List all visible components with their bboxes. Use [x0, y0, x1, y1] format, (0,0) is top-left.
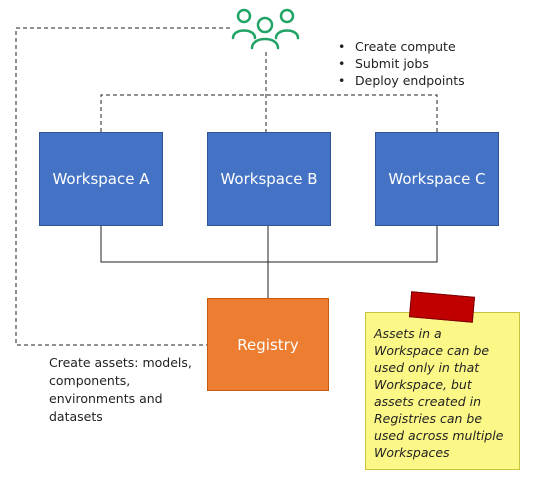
action-item-submit-jobs: Submit jobs [337, 55, 465, 72]
action-item-deploy-endpoints: Deploy endpoints [337, 72, 465, 89]
sticky-note: Assets in a Workspace can be used only i… [365, 312, 520, 470]
workspace-b-label: Workspace B [220, 170, 318, 188]
registry-box: Registry [207, 298, 329, 391]
dashed-connector-user-to-registry [15, 27, 230, 346]
workspace-c-box: Workspace C [375, 132, 499, 226]
solid-connector-workspace-bus [100, 226, 438, 263]
registry-label: Registry [237, 335, 299, 354]
dashed-connector-workspace-bus [100, 94, 438, 132]
action-item-create-compute: Create compute [337, 38, 465, 55]
user-actions-list: Create compute Submit jobs Deploy endpoi… [337, 38, 465, 89]
assets-caption: Create assets: models, components, envir… [49, 355, 192, 424]
workspace-a-label: Workspace A [52, 170, 150, 188]
pin-icon [408, 291, 476, 323]
workspace-a-box: Workspace A [39, 132, 163, 226]
sticky-note-text: Assets in a Workspace can be used only i… [374, 326, 504, 460]
workspace-c-label: Workspace C [388, 170, 486, 188]
users-icon [231, 8, 300, 50]
workspace-b-box: Workspace B [207, 132, 331, 226]
